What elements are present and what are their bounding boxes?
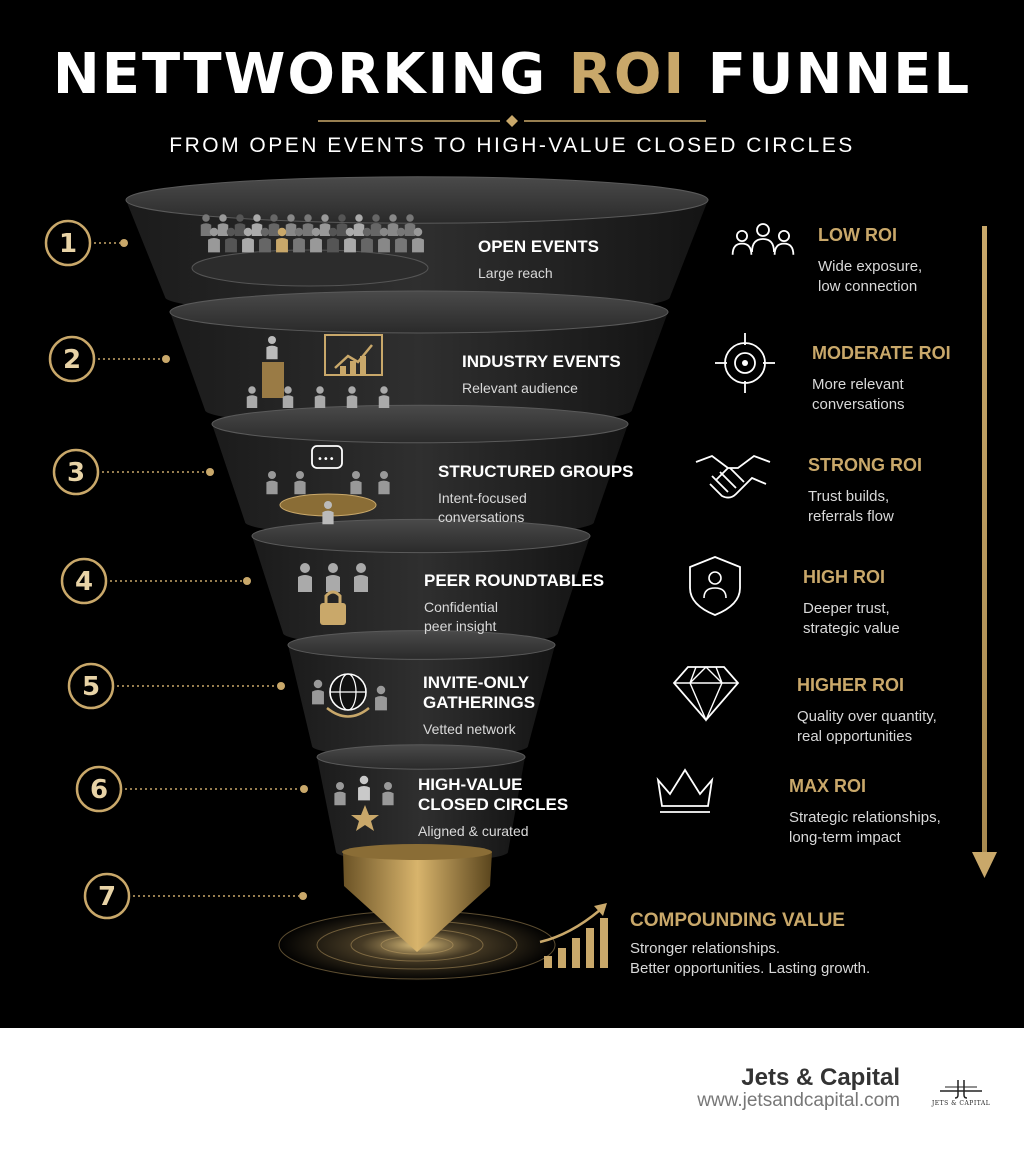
svg-text:•••: ••• <box>317 454 335 465</box>
stage-title: OPEN EVENTS <box>478 237 599 256</box>
compounding-description: Stronger relationships. <box>630 940 780 957</box>
target-icon <box>715 333 775 393</box>
stage-number: 1 <box>59 229 77 259</box>
roi-description: Quality over quantity, <box>797 708 937 725</box>
compounding-description: Better opportunities. Lasting growth. <box>630 960 870 977</box>
stage-number: 3 <box>67 458 85 488</box>
stage-3: 3 ••• STRUCTURED GROUPS Intent-focused conve… <box>52 445 922 525</box>
roi-title: MODERATE ROI <box>812 343 951 363</box>
jets-capital-logo-icon <box>940 1080 982 1099</box>
funnel-tip <box>277 844 557 981</box>
stage-title: INVITE-ONLY <box>423 673 530 692</box>
stage-description: Relevant audience <box>462 380 578 396</box>
stage-number: 6 <box>90 775 108 805</box>
stage-number-badge: 7 <box>83 872 131 920</box>
stage-leader-dot <box>277 682 285 690</box>
roi-description: Strategic relationships, <box>789 809 941 826</box>
stage-title: HIGH-VALUE <box>418 775 523 794</box>
stage-description: peer insight <box>424 618 496 634</box>
roi-title: MAX ROI <box>789 776 866 796</box>
stage-title: STRUCTURED GROUPS <box>438 462 634 481</box>
stage-description: Large reach <box>478 265 553 281</box>
funnel-segment-5 <box>287 630 556 758</box>
roi-direction-arrow <box>972 226 997 878</box>
roi-description: Deeper trust, <box>803 600 890 617</box>
roi-description: More relevant <box>812 376 905 393</box>
stage-number: 2 <box>63 345 81 375</box>
stage-description: conversations <box>438 509 524 525</box>
compounding-value: COMPOUNDING VALUE Stronger relationships.… <box>539 903 870 977</box>
group-outline-icon <box>731 223 795 255</box>
lock-group-icon <box>298 563 368 625</box>
crown-icon <box>656 768 714 813</box>
page-subtitle: FROM OPEN EVENTS TO HIGH-VALUE CLOSED CI… <box>169 134 855 157</box>
stage-number-badge: 6 <box>75 765 123 813</box>
roi-description: long-term impact <box>789 829 902 846</box>
stage-number-badge: 4 <box>60 557 108 605</box>
roi-description: low connection <box>818 278 917 295</box>
handshake-icon <box>695 454 771 499</box>
shield-user-icon <box>689 556 741 616</box>
stage-title: GATHERINGS <box>423 693 535 712</box>
roi-description: conversations <box>812 396 905 413</box>
funnel-segment-6 <box>316 744 526 862</box>
roi-description: referrals flow <box>808 508 894 525</box>
roi-title: HIGHER ROI <box>797 675 904 695</box>
stage-leader-dot <box>300 785 308 793</box>
stage-description: Vetted network <box>423 721 517 737</box>
footer-brand: Jets & Capital <box>741 1064 900 1091</box>
stage-title: CLOSED CIRCLES <box>418 795 568 814</box>
roi-description: strategic value <box>803 620 900 637</box>
stage-7: 7 <box>83 872 307 920</box>
stage-number: 4 <box>75 567 93 597</box>
title-divider-diamond-icon <box>506 115 518 127</box>
round-table-icon: ••• <box>266 445 390 525</box>
stage-number: 5 <box>82 672 100 702</box>
stage-leader-dot <box>299 892 307 900</box>
roi-title: STRONG ROI <box>808 455 922 475</box>
stage-description: Aligned & curated <box>418 823 529 839</box>
roi-title: LOW ROI <box>818 225 897 245</box>
stage-1: 1 OPEN EVENTS Large reach LOW ROI Wide expos… <box>44 214 922 295</box>
roi-title: HIGH ROI <box>803 567 885 587</box>
stage-leader-dot <box>162 355 170 363</box>
crowd-icon <box>191 214 429 287</box>
roi-description: Wide exposure, <box>818 258 922 275</box>
stage-number-badge: 3 <box>52 448 100 496</box>
stage-leader-dot <box>120 239 128 247</box>
stage-4: 4 PEER ROUNDTABLES Confidential peer insigh… <box>60 556 900 637</box>
logo-wordmark: JETS & CAPITAL <box>931 1100 991 1107</box>
stage-leader-dot <box>206 468 214 476</box>
stage-number-badge: 2 <box>48 335 96 383</box>
stage-number-badge: 5 <box>67 662 115 710</box>
stage-description: Intent-focused <box>438 490 527 506</box>
stage-number: 7 <box>98 882 116 912</box>
stage-leader-dot <box>243 577 251 585</box>
diamond-icon <box>672 666 740 722</box>
globe-group-icon <box>312 673 387 718</box>
roi-description: real opportunities <box>797 728 912 745</box>
compounding-title: COMPOUNDING VALUE <box>630 910 845 931</box>
presentation-icon <box>246 334 390 408</box>
stage-2: 2 INDUSTRY EVENTS Relevant audience MODERAT… <box>48 333 951 413</box>
stage-title: INDUSTRY EVENTS <box>462 352 621 371</box>
footer-url: www.jetsandcapital.com <box>697 1090 900 1111</box>
funnel-segment-2 <box>169 290 669 427</box>
stage-number-badge: 1 <box>44 219 92 267</box>
growth-chart-icon <box>539 903 608 968</box>
roi-description: Trust builds, <box>808 488 889 505</box>
stage-title: PEER ROUNDTABLES <box>424 571 604 590</box>
star-group-icon <box>334 775 394 831</box>
stage-description: Confidential <box>424 599 498 615</box>
page-title: NETTWORKING ROI FUNNEL <box>52 42 972 107</box>
